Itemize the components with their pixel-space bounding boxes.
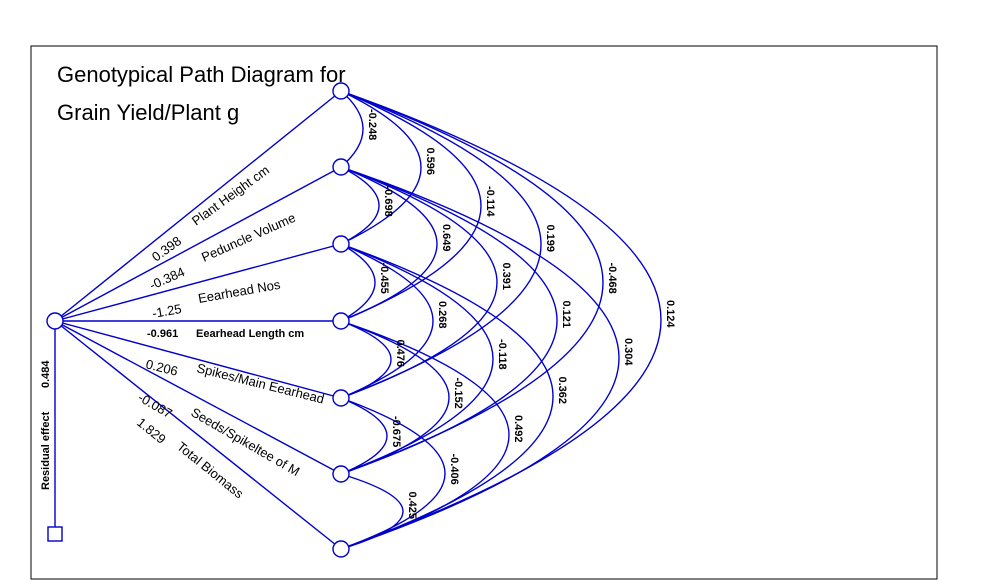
residual-value: 0.484 <box>40 360 52 388</box>
trait-node-1 <box>332 82 350 100</box>
trait-node-5 <box>332 389 350 407</box>
direct-path-7 <box>54 320 342 550</box>
trait-name-label: Total Biomass <box>174 439 247 502</box>
trait-name-label: Eearhead Nos <box>197 277 282 306</box>
correlation-arc-1-6 <box>340 90 604 475</box>
correlation-arc-1-3 <box>340 90 422 245</box>
correlation-arc-5-7 <box>340 397 446 550</box>
direct-path-2 <box>54 166 342 322</box>
correlation-arc-3-7 <box>340 243 554 550</box>
diagram-title-line1: Genotypical Path Diagram for <box>57 62 346 87</box>
correlation-arc-5-6 <box>340 397 388 475</box>
direct-path-6 <box>54 320 342 475</box>
trait-name-label: Plant Height cm <box>189 162 272 228</box>
trait-nodes <box>332 82 350 558</box>
direct-effect-label: -1.25 <box>151 301 183 321</box>
direct-path-5 <box>54 320 342 399</box>
direct-path-3 <box>54 243 342 322</box>
trait-node-6 <box>332 465 350 483</box>
direct-effect-lines <box>54 90 342 550</box>
correlation-label: 0.199 <box>544 225 556 253</box>
correlation-label: 0.649 <box>440 224 452 252</box>
correlation-label: 0.304 <box>622 338 634 366</box>
trait-node-3 <box>332 235 350 253</box>
correlation-label: -0.698 <box>382 186 394 217</box>
correlation-arc-3-5 <box>340 243 434 399</box>
correlation-label: 0.121 <box>560 301 572 329</box>
correlation-label: -0.468 <box>606 263 618 294</box>
direct-effect-label: 0.206 <box>144 356 179 378</box>
grain-yield-node <box>46 312 64 330</box>
residual-label: Residual effect <box>40 411 52 490</box>
correlation-label: -0.152 <box>452 378 464 409</box>
correlation-label: 0.425 <box>406 492 418 520</box>
trait-node-2 <box>332 158 350 176</box>
correlation-label: -0.406 <box>448 454 460 485</box>
correlation-arc-3-4 <box>340 243 376 322</box>
correlation-label: 0.476 <box>394 340 406 368</box>
direct-path-1 <box>54 90 342 322</box>
correlation-arc-2-3 <box>340 166 380 245</box>
trait-node-4 <box>332 312 350 330</box>
correlation-label: 0.124 <box>664 300 676 328</box>
correlation-arc-1-4 <box>340 90 482 322</box>
correlation-label: -0.675 <box>390 416 402 447</box>
correlation-label: -0.118 <box>496 339 508 370</box>
correlation-arc-1-5 <box>340 90 542 399</box>
direct-effect-label: 0.398 <box>149 233 184 264</box>
correlation-arc-1-7 <box>340 90 662 550</box>
correlation-arc-3-6 <box>340 243 494 475</box>
correlation-label: -0.248 <box>366 109 378 140</box>
correlation-label: 0.362 <box>556 377 568 405</box>
trait-name-label: Eearhead Length cm <box>196 328 304 340</box>
correlation-label: 0.391 <box>500 263 512 291</box>
correlation-label: 0.492 <box>512 415 524 443</box>
diagram-title-line2: Grain Yield/Plant g <box>57 100 239 125</box>
correlation-arc-1-2 <box>340 90 364 168</box>
correlation-label: 0.268 <box>436 301 448 329</box>
trait-name-label: Spikes/Main Eearhead <box>195 360 326 406</box>
correlation-label: -0.455 <box>378 263 390 294</box>
direct-effect-label: 1.829 <box>134 415 169 447</box>
diagram-frame <box>30 45 938 580</box>
correlation-label: 0.596 <box>424 148 436 176</box>
trait-name-label: Peduncle Volume <box>199 210 298 265</box>
correlation-label: -0.114 <box>484 186 496 217</box>
residual-node <box>47 526 63 542</box>
trait-node-7 <box>332 540 350 558</box>
correlation-arcs <box>340 90 662 550</box>
direct-effect-label: -0.961 <box>147 328 178 340</box>
